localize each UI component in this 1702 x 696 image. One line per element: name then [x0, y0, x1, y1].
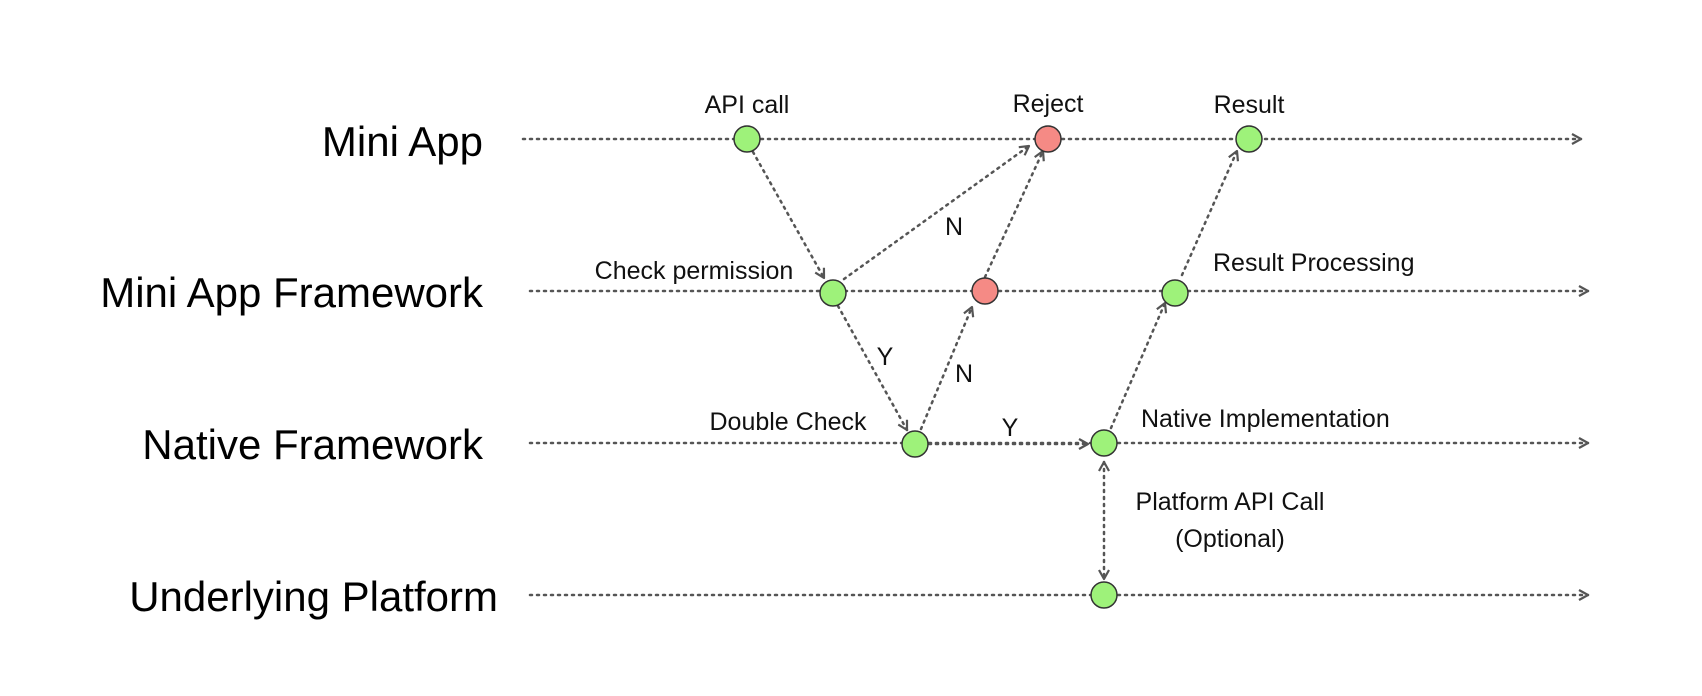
arrow-double-check-to-framework-reject — [919, 305, 975, 431]
arrow-result-processing-to-result — [1180, 149, 1240, 277]
node-reject — [1034, 125, 1062, 153]
node-label-native-implementation: Native Implementation — [1141, 405, 1390, 433]
node-label-api-call: API call — [705, 91, 790, 119]
node-double-check — [901, 430, 929, 458]
node-result — [1235, 125, 1263, 153]
edge-label-platform-api-call-optional: (Optional) — [1175, 525, 1285, 553]
node-api-call — [733, 125, 761, 153]
node-label-result: Result — [1214, 91, 1285, 119]
node-label-check-permission: Check permission — [595, 257, 794, 285]
arrow-check-permission-to-double-check — [836, 304, 909, 432]
arrow-check-permission-to-reject — [842, 144, 1031, 281]
node-platform-call — [1090, 581, 1118, 609]
lane-label-native-framework: Native Framework — [142, 421, 484, 468]
node-label-result-processing: Result Processing — [1213, 249, 1414, 277]
node-label-reject: Reject — [1013, 90, 1084, 118]
node-check-permission — [819, 279, 847, 307]
node-label-double-check: Double Check — [709, 408, 867, 436]
edge-label-check-to-reject: N — [945, 213, 963, 241]
edge-label-double-to-native: Y — [1002, 414, 1019, 442]
edge-label-double-to-framework-reject: N — [955, 360, 973, 388]
node-result-processing — [1161, 279, 1189, 307]
arrow-framework-reject-to-reject — [983, 149, 1045, 279]
node-native-implementation — [1090, 429, 1118, 457]
lane-label-underlying-platform: Underlying Platform — [129, 573, 498, 620]
arrow-native-implementation-to-result-processing — [1109, 301, 1168, 430]
edge-label-platform-api-call: Platform API Call — [1136, 488, 1325, 516]
lane-label-mini-app-framework: Mini App Framework — [100, 269, 484, 316]
arrow-api-call-to-check-permission — [751, 150, 826, 280]
lane-label-mini-app: Mini App — [322, 118, 483, 165]
node-framework-reject — [971, 277, 999, 305]
edge-label-check-to-double: Y — [877, 343, 894, 371]
